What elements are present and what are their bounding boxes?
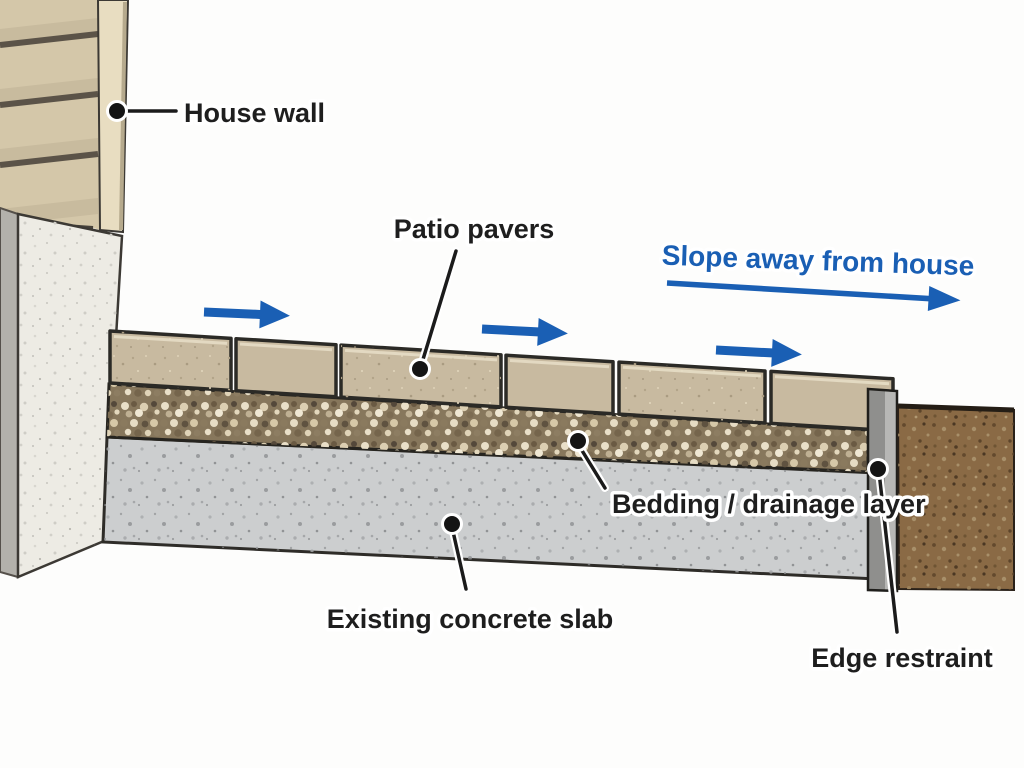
leader-patio-pavers xyxy=(419,249,458,368)
edge-restraint-dark-strip xyxy=(868,389,885,591)
edge-restraint-outline xyxy=(866,387,899,593)
dot-patio-pavers xyxy=(409,358,431,380)
soil-top-edge xyxy=(897,403,1015,413)
label-concrete-slab: Existing concrete slab xyxy=(327,604,614,634)
paver-block xyxy=(234,336,338,399)
foundation-texture xyxy=(18,214,122,577)
paver-block xyxy=(504,353,615,416)
leader-dots xyxy=(106,100,889,535)
leader-bedding xyxy=(576,442,607,490)
dot-bedding xyxy=(567,430,589,452)
soil-block xyxy=(896,403,1015,592)
foundation-side-face xyxy=(0,206,19,579)
leader-lines xyxy=(117,107,901,636)
soil-texture xyxy=(898,406,1014,590)
slab-texture xyxy=(103,437,897,580)
label-bedding-layer: Bedding / drainage layer xyxy=(612,489,926,519)
gravel-texture xyxy=(107,384,868,472)
label-house-wall: House wall xyxy=(184,98,325,128)
label-patio-pavers: Patio pavers xyxy=(394,214,555,244)
foundation-wall xyxy=(0,206,124,579)
leader-slab xyxy=(450,525,468,591)
leader-edge-restraint xyxy=(877,470,899,634)
dot-slab xyxy=(441,513,463,535)
siding-panel xyxy=(0,0,100,230)
label-edge-restraint: Edge restraint xyxy=(811,643,993,673)
dot-house-wall xyxy=(106,100,128,122)
dot-edge-restraint xyxy=(867,458,889,480)
